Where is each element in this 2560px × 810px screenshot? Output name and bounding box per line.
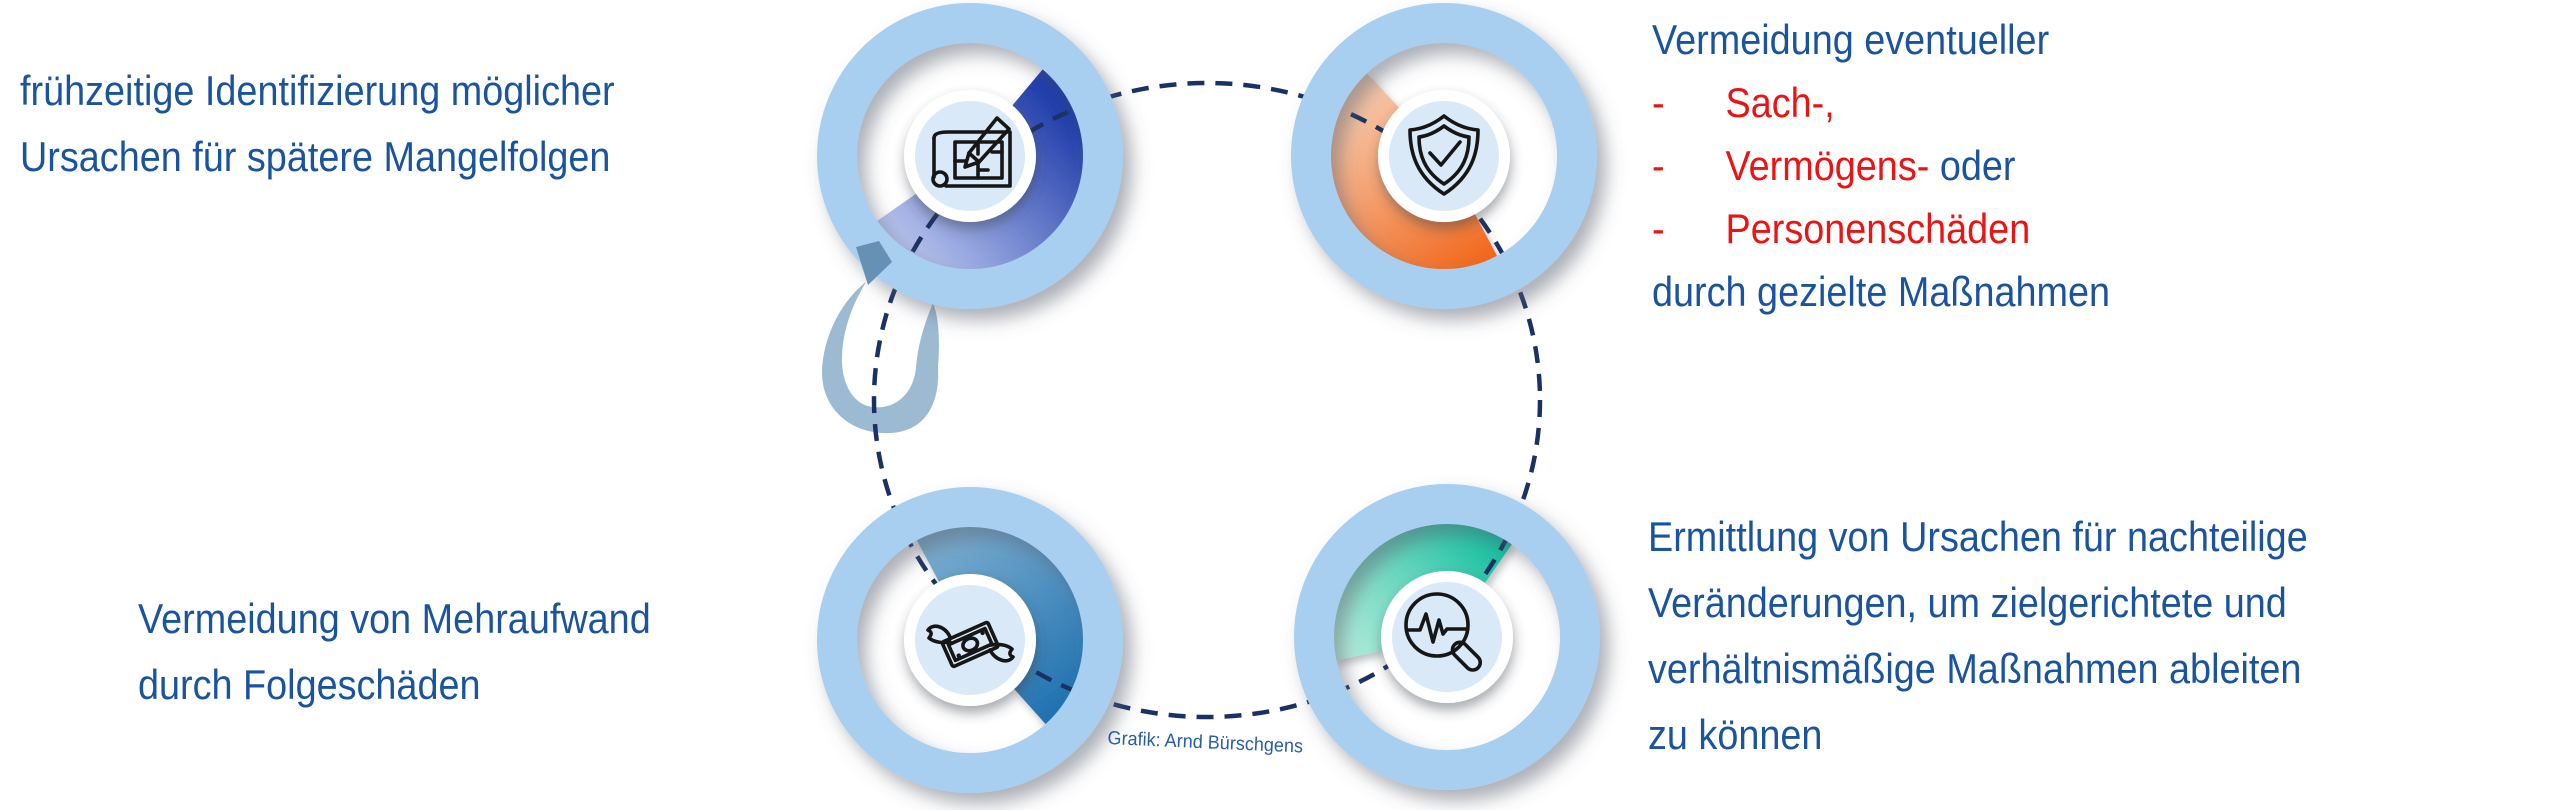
bullet-dash: - [1652, 142, 1665, 189]
ring-top-right [1291, 3, 1597, 309]
text-line: Veränderungen, um zielgerichtete und [1648, 579, 2287, 626]
text-line: Ursachen für spätere Mangelfolgen [20, 133, 611, 180]
bullet-text-suffix: oder [1939, 142, 2016, 189]
ring-top-left [817, 3, 1123, 309]
shield-check-icon [1408, 114, 1480, 196]
arc-top-right [1329, 71, 1498, 271]
text-line: Ermittlung von Ursachen für nachteilige [1648, 513, 2308, 560]
text-line: Vermeidung eventueller [1652, 8, 2110, 71]
text-line: Vermeidung von Mehraufwand [138, 595, 651, 642]
blueprint-pencil-icon [931, 116, 1012, 188]
badge-icons [926, 114, 1483, 672]
dashed-cycle-circle [871, 80, 1543, 720]
badge-rings [817, 3, 1600, 793]
bullet-line: - Sach-, [1652, 71, 2110, 134]
bullet-text: Personenschäden [1725, 205, 2031, 252]
magnifier-pulse-icon [1404, 592, 1483, 672]
badge-medallions [904, 90, 1513, 706]
arc-bottom-right [1331, 521, 1513, 661]
ring-bottom-right [1294, 484, 1600, 790]
intro-text: Vermeidung eventueller [1652, 16, 2050, 63]
benefit-bottom-right: Ermittlung von Ursachen für nachteilige … [1648, 504, 2308, 768]
ring-bottom-left [817, 487, 1123, 793]
text-line: verhältnismäßige Maßnahmen ableiten [1648, 645, 2302, 692]
water-drop-swoosh [822, 282, 939, 434]
bullet-line: - Vermögens- oder [1652, 134, 2110, 197]
bullet-text: Sach-, [1725, 79, 1835, 126]
benefit-top-left: frühzeitige Identifizierung möglicher Ur… [20, 58, 615, 190]
text-line: durch Folgeschäden [138, 661, 481, 708]
winged-money-icon [926, 620, 1015, 669]
text-line: frühzeitige Identifizierung möglicher [20, 67, 615, 114]
bullet-dash: - [1652, 79, 1665, 126]
swoosh-ribbon-tip [856, 241, 892, 285]
text-line: zu können [1648, 711, 1823, 758]
bullet-line: - Personenschäden [1652, 197, 2110, 260]
icon-disc-bottom-right [1392, 582, 1502, 692]
text-line: durch gezielte Maßnahmen [1652, 268, 2111, 315]
benefit-bottom-left: Vermeidung von Mehraufwand durch Folgesc… [138, 586, 651, 718]
arc-top-left [875, 67, 1085, 271]
bullet-dash: - [1652, 205, 1665, 252]
bullet-text: Vermögens- [1725, 142, 1930, 189]
benefit-top-right: Vermeidung eventueller - Sach-, - Vermög… [1652, 8, 2110, 323]
